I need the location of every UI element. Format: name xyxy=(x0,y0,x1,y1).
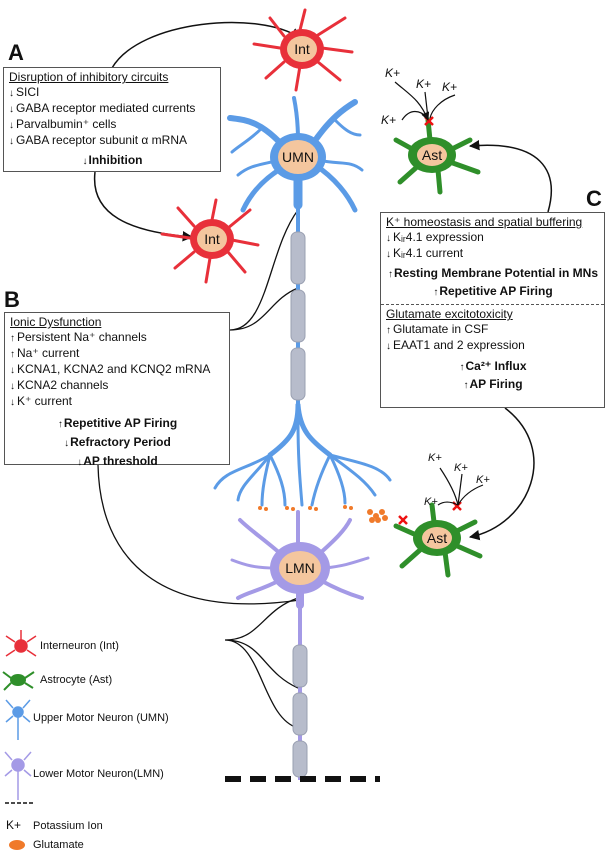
umn-terminal-branches xyxy=(213,402,392,507)
panel-c-summary: ↑Resting Membrane Potential in MNs xyxy=(387,266,599,280)
panel-c-divider xyxy=(381,304,604,305)
panel-c-summary: ↑Repetitive AP Firing xyxy=(433,284,553,298)
interneuron-left xyxy=(160,198,260,284)
legend-glutamate: Glutamate xyxy=(33,839,84,851)
panel-c-box: K⁺ homeostasis and spatial buffering ↓Kᵢ… xyxy=(380,212,605,408)
legend-interneuron: Interneuron (Int) xyxy=(40,640,119,652)
legend-glutamate-icon xyxy=(9,840,25,850)
legend-umn: Upper Motor Neuron (UMN) xyxy=(33,712,169,724)
panel-b-box: Ionic Dysfunction ↑Persistent Na⁺ channe… xyxy=(4,312,230,468)
k-flux-bottom xyxy=(437,467,484,506)
bracket-b xyxy=(229,209,299,331)
legend-umn-icon xyxy=(5,699,31,740)
astrocyte-top xyxy=(393,117,481,195)
k-ion-label: K+ xyxy=(424,496,438,508)
panel-c-title2: Glutamate excitotoxicity xyxy=(386,307,513,321)
k-ion-label: K+ xyxy=(381,113,397,127)
panel-b-item: ↑Persistent Na⁺ channels xyxy=(10,330,147,344)
lmn-axon xyxy=(292,590,308,780)
legend-lmn-icon xyxy=(4,751,32,800)
legend-astrocyte: Astrocyte (Ast) xyxy=(40,674,113,686)
panel-a-item: ↓SICI xyxy=(9,85,40,99)
glutamate-cloud xyxy=(367,509,388,523)
panel-a-box: Disruption of inhibitory circuits ↓SICI … xyxy=(3,67,221,172)
panel-a-title: Disruption of inhibitory circuits xyxy=(9,70,169,84)
bracket-lmn-axon xyxy=(224,597,299,729)
panel-b-summary: ↑Repetitive AP Firing xyxy=(57,416,178,430)
astrocyte-bottom xyxy=(393,502,483,578)
umn-axon xyxy=(290,205,306,410)
k-ion-label: K+ xyxy=(442,80,458,94)
panel-a-item: ↓GABA receptor mediated currents xyxy=(9,101,196,115)
legend-potassium: Potassium Ion xyxy=(33,820,103,832)
lmn-cell xyxy=(230,510,370,609)
arrow-c-to-ast-bottom xyxy=(468,407,535,541)
panel-c-item: ↓Kᵢᵣ4.1 expression xyxy=(386,230,484,244)
legend-interneuron-icon xyxy=(5,630,37,657)
panel-c-item: ↓Kᵢᵣ4.1 current xyxy=(386,246,464,260)
k-ion-label: K+ xyxy=(428,452,442,464)
k-ion-label: K+ xyxy=(385,66,401,80)
panel-b-summary: ↓AP threshold xyxy=(77,454,158,468)
panel-letter-a: A xyxy=(8,40,24,65)
k-flux-top xyxy=(394,81,456,121)
panel-c-title: K⁺ homeostasis and spatial buffering xyxy=(386,215,583,229)
panel-c-item2: ↓EAAT1 and 2 expression xyxy=(386,338,525,352)
interneuron-top xyxy=(252,8,354,92)
panel-b-item: ↑Na⁺ current xyxy=(10,346,80,360)
panel-letter-c: C xyxy=(586,186,602,211)
bracket-b-lmn xyxy=(97,464,301,605)
panel-c-summary2: ↑AP Firing xyxy=(463,377,523,391)
umn-cell xyxy=(227,96,364,213)
panel-c-item2: ↑Glutamate in CSF xyxy=(386,322,489,336)
panel-a-item: ↓Parvalbumin⁺ cells xyxy=(9,117,117,131)
panel-a-item: ↓GABA receptor subunit α mRNA xyxy=(9,133,188,147)
arrow-c-to-ast-top xyxy=(468,139,552,213)
panel-b-title: Ionic Dysfunction xyxy=(10,315,102,329)
glutamate-vesicles-synapse xyxy=(258,505,353,511)
panel-a-summary: ↓Inhibition xyxy=(82,153,143,167)
panel-b-summary: ↓Refractory Period xyxy=(64,435,171,449)
panel-c-summary2: ↑Ca²⁺ Influx xyxy=(459,359,527,373)
k-ion-label: K+ xyxy=(454,462,468,474)
panel-b-item: ↓K⁺ current xyxy=(10,394,73,408)
panel-letter-b: B xyxy=(4,287,20,312)
block-x-bottom-1 xyxy=(398,515,408,525)
legend-astrocyte-icon xyxy=(2,671,35,691)
k-ion-label: K+ xyxy=(416,77,432,91)
legend-potassium-symbol: K+ xyxy=(6,818,22,832)
panel-b-item: ↓KCNA2 channels xyxy=(10,378,109,392)
k-ion-label: K+ xyxy=(476,474,490,486)
arrow-a-to-int-top xyxy=(111,21,301,69)
legend-lmn: Lower Motor Neuron(LMN) xyxy=(33,768,164,780)
panel-b-item: ↓KCNA1, KCNA2 and KCNQ2 mRNA xyxy=(10,362,211,376)
arrow-a-to-int-left xyxy=(93,171,194,242)
